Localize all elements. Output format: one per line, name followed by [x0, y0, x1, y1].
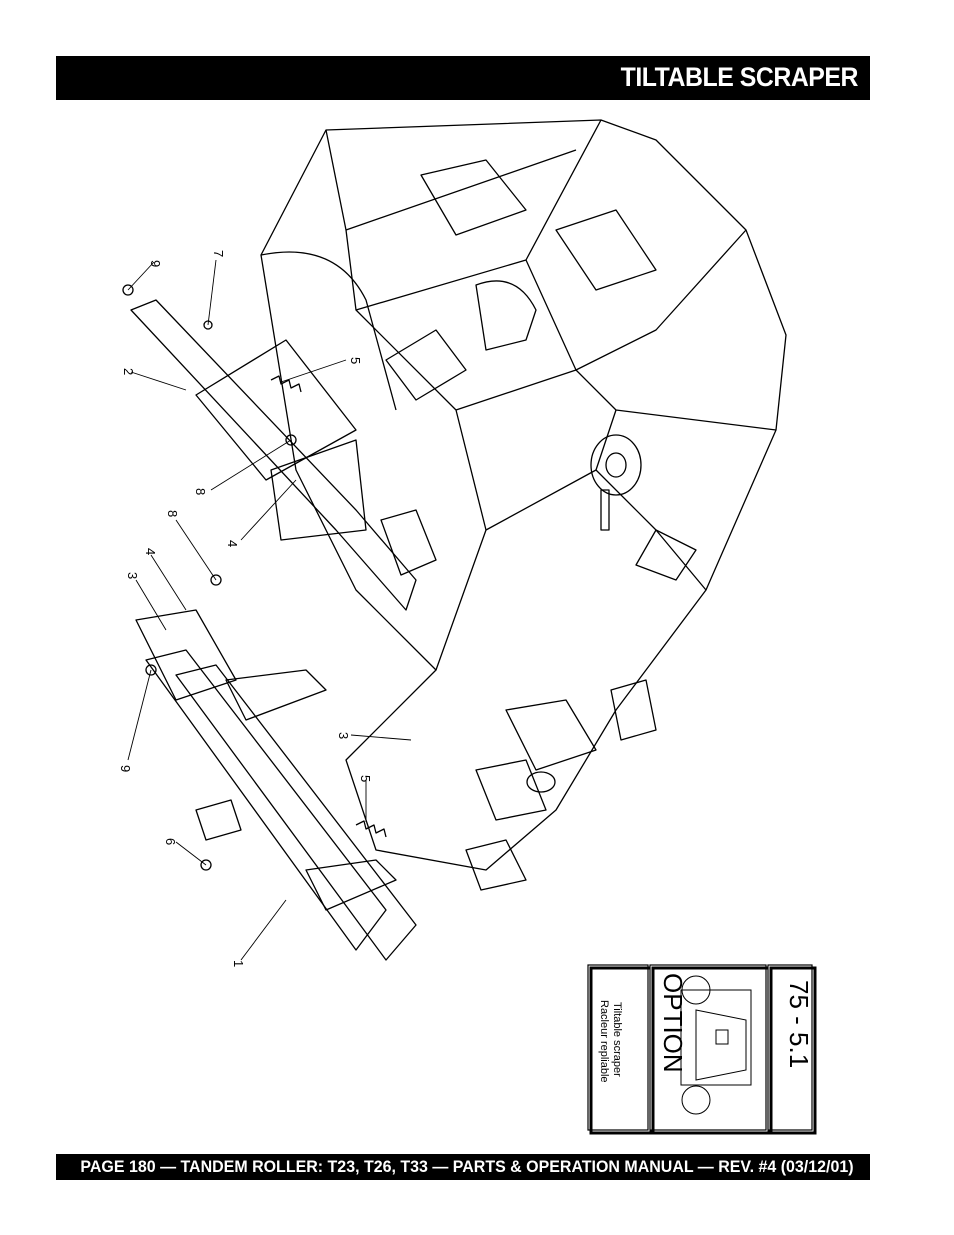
callout-5-lower: 5	[358, 775, 373, 782]
footer-bar: PAGE 180 — TANDEM ROLLER: T23, T26, T33 …	[56, 1154, 870, 1180]
page-title: TILTABLE SCRAPER	[620, 62, 859, 92]
callout-3-left: 3	[125, 572, 140, 579]
callout-1: 1	[231, 960, 246, 967]
spring-upper	[270, 375, 302, 393]
scraper-blade-upper	[130, 299, 417, 611]
callout-8-lower: 8	[165, 510, 180, 517]
callout-2: 2	[121, 368, 136, 375]
roller-sketch	[680, 975, 752, 1115]
frame-top-edge	[325, 129, 577, 231]
spring-lower	[355, 820, 387, 838]
option-label: OPTION	[658, 973, 688, 1073]
callout-4-lower: 4	[143, 548, 158, 555]
reference-box: 75 - 5.1 OPTION Tiltable scraper Racleur…	[587, 964, 817, 1135]
callout-numbers: 9 7 2 5 8 4 8 4 3 9 3 5 6 1	[118, 250, 373, 967]
footer-text: PAGE 180 — TANDEM ROLLER: T23, T26, T33 …	[80, 1157, 854, 1176]
callout-8-upper: 8	[193, 488, 208, 495]
callout-9-lower: 9	[118, 765, 133, 772]
callout-4-upper: 4	[225, 540, 240, 547]
callout-5-upper: 5	[348, 357, 363, 364]
callout-7: 7	[211, 250, 226, 257]
caption-english: Tiltable scraper	[611, 1002, 623, 1077]
callout-3-center: 3	[336, 732, 351, 739]
scraper-bar	[145, 649, 387, 951]
callout-6: 6	[163, 838, 178, 845]
frame-outline	[260, 119, 787, 871]
callout-9-top: 9	[148, 260, 163, 267]
title-bar: TILTABLE SCRAPER	[56, 56, 870, 100]
reference-number: 75 - 5.1	[784, 980, 814, 1068]
exploded-parts-diagram: 9 7 2 5 8 4 8 4 3 9 3 5 6 1	[56, 110, 870, 1140]
caption-french: Racleur repliable	[598, 1000, 610, 1083]
